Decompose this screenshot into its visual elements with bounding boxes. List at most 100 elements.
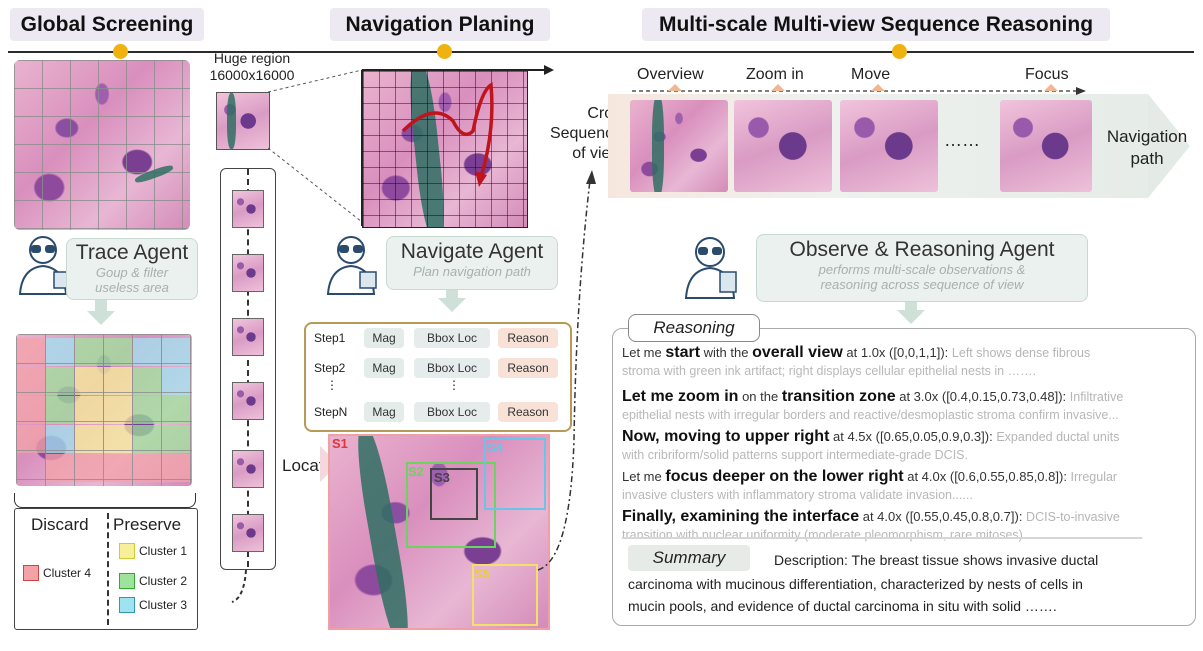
step-reason: Reason	[498, 358, 558, 378]
navigate-agent-icon	[322, 232, 380, 296]
patch-strip	[220, 168, 276, 570]
navigation-path-curve	[401, 82, 494, 187]
region-s3-box	[430, 468, 478, 520]
summary-line-1: Description: The breast tissue shows inv…	[774, 552, 1099, 568]
reasoning-line-cont: invasive clusters with inflammatory stro…	[622, 488, 973, 502]
whole-slide-thumbnail	[14, 60, 190, 230]
region-s2-label: S2	[408, 464, 424, 479]
view-overview	[630, 100, 728, 192]
reasoning-line: Now, moving to upper right at 4.5x ([0.6…	[622, 428, 1120, 445]
trace-agent-icon	[14, 232, 72, 296]
cluster4-swatch	[23, 565, 39, 581]
reasoning-panel	[612, 328, 1196, 626]
zoom-connector	[268, 69, 363, 223]
cluster2-swatch	[119, 573, 135, 589]
clustered-grid	[16, 334, 192, 486]
region-to-sequence-connector	[537, 170, 596, 571]
flow-arrow	[438, 298, 466, 312]
trace-agent-box: Trace Agent Goup & filter useless area	[66, 238, 198, 300]
header-multiscale-reasoning: Multi-scale Multi-view Sequence Reasonin…	[642, 8, 1110, 41]
flow-arrow	[87, 311, 115, 325]
label-focus: Focus	[1025, 66, 1069, 83]
view-move	[840, 100, 938, 192]
step-mag: Mag	[364, 328, 404, 348]
grid-axis-arrows	[361, 65, 554, 226]
reasoning-title: Reasoning	[628, 314, 760, 342]
legend-brace	[14, 493, 196, 508]
reasoning-line-cont: stroma with green ink artifact; right di…	[622, 364, 1037, 378]
summary-line-3: mucin pools, and evidence of ductal carc…	[628, 598, 1057, 614]
cluster-legend: Discard Preserve Cluster 4 Cluster 1 Clu…	[14, 508, 198, 630]
header-global-screening: Global Screening	[10, 8, 204, 41]
legend-cluster1: Cluster 1	[119, 543, 187, 559]
flow-arrow-stem	[95, 300, 107, 312]
step-label: Step2	[314, 361, 346, 375]
sequence-band-arrowhead	[1148, 94, 1190, 198]
step-label: StepN	[314, 405, 348, 419]
sequence-ellipsis: ……	[944, 130, 980, 150]
observe-agent-icon	[680, 232, 742, 300]
summary-line-2: carcinoma with mucinous differentiation,…	[628, 576, 1083, 592]
strip-dashed-line	[247, 169, 249, 567]
navigate-agent-box: Navigate Agent Plan navigation path	[386, 236, 558, 290]
step-bbox: Bbox Loc	[414, 358, 490, 378]
huge-region-thumbnail	[216, 92, 270, 150]
flow-arrow-stem	[905, 302, 917, 310]
patch-thumb	[232, 318, 264, 356]
header-navigation-planing: Navigation Planing	[330, 8, 550, 41]
legend-discard-label: Discard	[31, 515, 89, 534]
label-move: Move	[851, 66, 891, 83]
region-s4-box	[484, 438, 546, 510]
timeline-dot	[113, 44, 128, 59]
region-s2-box	[406, 462, 496, 548]
reasoning-line: Finally, examining the interface at 4.0x…	[622, 508, 1120, 525]
patch-thumb	[232, 514, 264, 552]
region-s5-label: S5	[474, 566, 490, 581]
reasoning-line: Let me focus deeper on the lower right a…	[622, 468, 1118, 485]
patch-thumb	[232, 450, 264, 488]
step-label: Step1	[314, 331, 346, 345]
reasoning-line: Let me zoom in on the transition zone at…	[622, 388, 1124, 405]
step-ellipsis: ⋮	[326, 378, 338, 392]
strip-tail-arrow	[231, 569, 247, 603]
reasoning-line-cont: with cribriform/solid patterns support i…	[622, 448, 968, 462]
navigation-grid-image	[362, 70, 528, 228]
timeline-dot	[437, 44, 452, 59]
region-s5-box	[472, 564, 538, 626]
view-zoom-in	[734, 100, 832, 192]
flow-arrow	[897, 310, 925, 324]
step-mag: Mag	[364, 402, 404, 422]
region-s4-label: S4	[487, 440, 503, 455]
label-overview: Overview	[637, 66, 704, 83]
step-mag: Mag	[364, 358, 404, 378]
legend-preserve-label: Preserve	[113, 515, 182, 534]
cluster3-swatch	[119, 597, 135, 613]
view-focus	[1000, 100, 1092, 192]
legend-cluster3: Cluster 3	[119, 597, 187, 613]
step-bbox: Bbox Loc	[414, 402, 490, 422]
step-reason: Reason	[498, 402, 558, 422]
reasoning-line-cont: epithelial nests with irregular borders …	[622, 408, 1119, 422]
region-s3-label: S3	[434, 470, 450, 485]
patch-thumb	[232, 190, 264, 228]
summary-title: Summary	[628, 545, 750, 571]
sequence-dashed-arrow	[632, 84, 1086, 95]
patch-thumb	[232, 382, 264, 420]
observe-agent-box: Observe & Reasoning Agent performs multi…	[756, 234, 1088, 302]
cluster1-swatch	[119, 543, 135, 559]
timeline-dot	[892, 44, 907, 59]
step-reason: Reason	[498, 328, 558, 348]
reasoning-line-cont: transition with nuclear uniformity (mode…	[622, 528, 1051, 542]
legend-divider	[107, 513, 109, 625]
legend-cluster4: Cluster 4	[23, 565, 91, 581]
step-bbox: Bbox Loc	[414, 328, 490, 348]
region-s1-label: S1	[332, 436, 348, 451]
step-ellipsis: ⋮	[448, 378, 460, 392]
timeline	[8, 51, 1194, 53]
reasoning-line: Let me start with the overall view at 1.…	[622, 344, 1091, 361]
label-zoom-in: Zoom in	[746, 66, 804, 83]
steps-panel	[304, 322, 572, 432]
flow-arrow-stem	[446, 290, 458, 298]
